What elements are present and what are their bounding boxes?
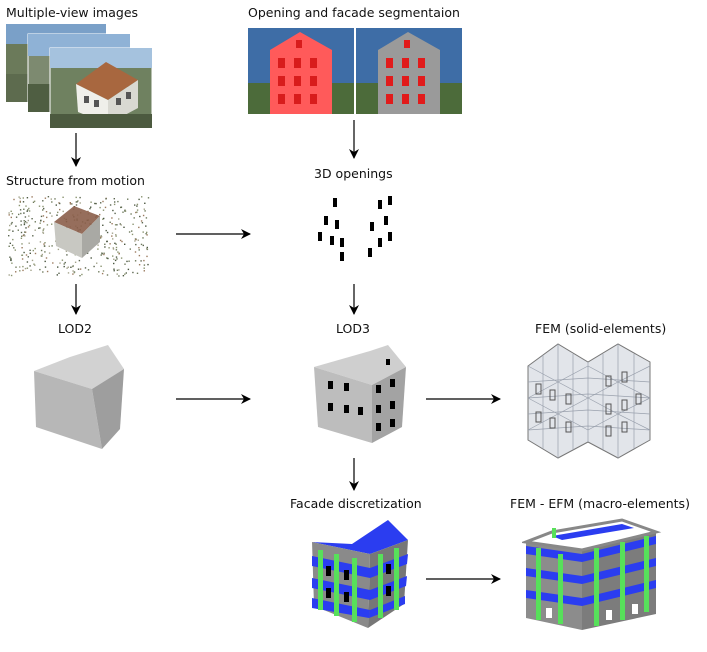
3d-openings <box>318 196 392 261</box>
lod3-label: LOD3 <box>336 321 370 336</box>
structure-from-motion-label: Structure from motion <box>6 173 145 188</box>
fem-efm-model <box>522 518 662 630</box>
lod2-model <box>34 345 124 449</box>
lod2-label: LOD2 <box>58 321 92 336</box>
segmentation-photos <box>248 28 462 114</box>
multiple-view-images-label: Multiple-view images <box>6 5 139 20</box>
fem-solid-mesh <box>527 343 651 459</box>
fem-solid-label: FEM (solid-elements) <box>535 321 667 336</box>
facade-discretization-label: Facade discretization <box>290 496 422 511</box>
fem-efm-label: FEM - EFM (macro-elements) <box>510 496 690 511</box>
lod3-model <box>314 345 406 443</box>
multiple-view-photos <box>6 24 152 128</box>
facade-discretization-model <box>312 520 408 628</box>
3d-openings-label: 3D openings <box>314 166 393 181</box>
segmentation-label: Opening and facade segmentaion <box>248 5 460 20</box>
point-cloud <box>8 196 150 277</box>
